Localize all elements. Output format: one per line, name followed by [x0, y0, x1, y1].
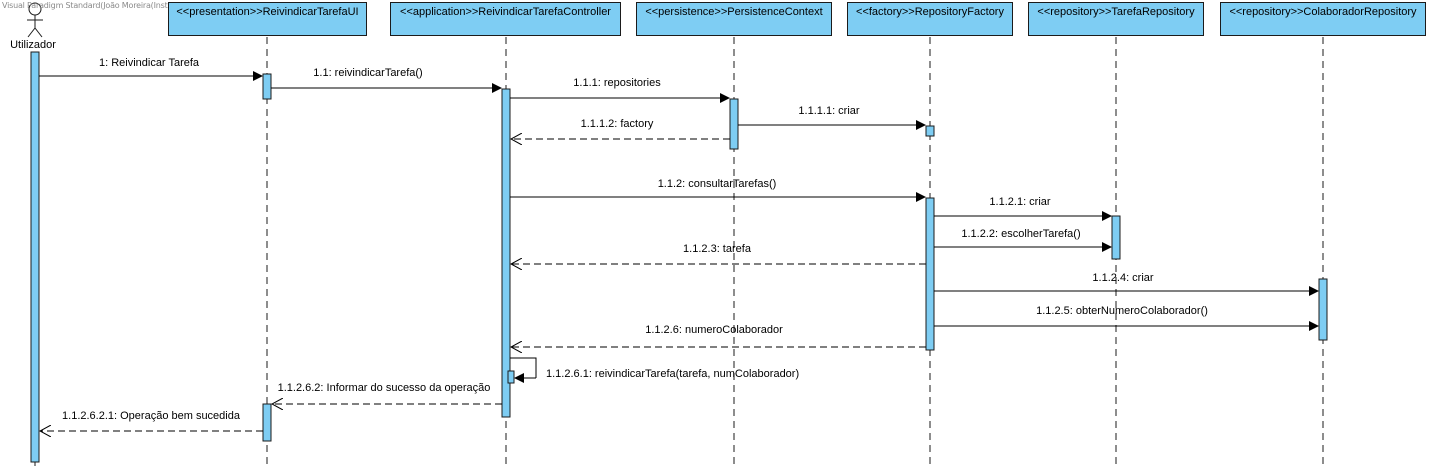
message-1-1-2-2-label: 1.1.2.2: escolherTarefa()	[961, 228, 1081, 240]
activation-factory-2	[925, 197, 935, 351]
message-1-1-2-6-1-self-arrow	[510, 357, 537, 383]
message-1-1-2-6-1-label: 1.1.2.6.1: reivindicarTarefa(tarefa, num…	[546, 368, 800, 380]
activation-controller-self	[507, 370, 515, 384]
message-1-1-2-5-label: 1.1.2.5: obterNumeroColaborador()	[1036, 305, 1208, 317]
lifeline-head-repository-factory[interactable]: <<factory>>RepositoryFactory	[847, 2, 1013, 36]
message-1-1-1-2-label: 1.1.1.2: factory	[580, 118, 654, 130]
lifeline-head-colaborador-repository[interactable]: <<repository>>ColaboradorRepository	[1220, 2, 1426, 36]
activation-colaborador-repo	[1318, 278, 1328, 341]
message-1-1-2-6-2-1-label: 1.1.2.6.2.1: Operação bem sucedida	[62, 410, 240, 422]
lifeline-head-ui[interactable]: <<presentation>>ReivindicarTarefaUI	[168, 2, 367, 36]
message-1-1-2-4-label: 1.1.2.4: criar	[1092, 272, 1154, 284]
message-1-1-1-1-label: 1.1.1.1: criar	[798, 105, 860, 117]
message-1-1-2-6-2-label: 1.1.2.6.2: Informar do sucesso da operaç…	[277, 382, 491, 394]
message-1-1-label: 1.1: reivindicarTarefa()	[313, 67, 423, 79]
activation-persistence	[729, 98, 739, 150]
lifeline-head-controller[interactable]: <<application>>ReivindicarTarefaControll…	[390, 2, 621, 36]
message-1-1-1-label: 1.1.1: repositories	[573, 77, 661, 89]
message-1-1-2-label: 1.1.2: consultarTarefas()	[657, 178, 777, 190]
message-1-1-2-1-label: 1.1.2.1: criar	[989, 196, 1051, 208]
lifeline-head-tarefa-repository[interactable]: <<repository>>TarefaRepository	[1028, 2, 1204, 36]
activation-ui-1	[262, 73, 272, 100]
activation-tarefa-repo	[1111, 215, 1121, 260]
actor-label: Utilizador	[10, 39, 56, 51]
message-1-label: 1: Reivindicar Tarefa	[98, 57, 200, 69]
message-1-1-2-3-label: 1.1.2.3: tarefa	[683, 243, 751, 255]
activation-actor	[30, 51, 40, 463]
actor-figure-icon	[27, 2, 43, 38]
activation-ui-2	[262, 403, 272, 442]
watermark: Visual Paradigm Standard(João Moreira(In…	[2, 1, 318, 10]
activation-controller	[501, 88, 511, 418]
activation-factory-1	[925, 125, 935, 137]
message-1-1-2-6-label: 1.1.2.6: numeroColaborador	[645, 324, 783, 336]
lifeline-head-persistence-context[interactable]: <<persistence>>PersistenceContext	[636, 2, 832, 36]
